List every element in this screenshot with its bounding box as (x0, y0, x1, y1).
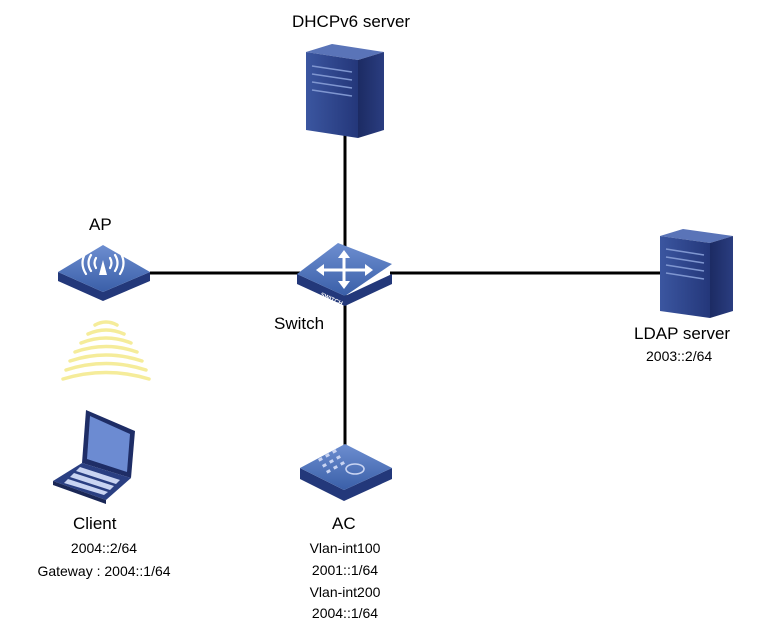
client-gateway: Gateway : 2004::1/64 (37, 563, 171, 579)
ac-label: AC (332, 514, 356, 533)
ldap-server-address: 2003::2/64 (646, 348, 713, 364)
ldap-server-icon (660, 229, 733, 318)
ap-label: AP (89, 215, 112, 234)
ac-interface-2-address: 2004::1/64 (311, 605, 379, 621)
switch-label: Switch (274, 314, 325, 333)
ac-interface-1: Vlan-int100 (309, 540, 381, 556)
switch-icon: SWITCH (297, 243, 392, 307)
laptop-icon (53, 410, 135, 504)
client-label: Client (73, 514, 117, 533)
wifi-signal-icon (61, 320, 151, 381)
client-address: 2004::2/64 (70, 540, 138, 556)
dhcp-server-label: DHCPv6 server (292, 12, 411, 31)
ldap-server-label: LDAP server (634, 324, 731, 343)
dhcp-server-icon (306, 44, 384, 138)
access-point-icon (58, 245, 150, 301)
ac-interface-2: Vlan-int200 (309, 584, 381, 600)
ac-interface-1-address: 2001::1/64 (311, 562, 379, 578)
access-controller-icon (300, 440, 392, 501)
